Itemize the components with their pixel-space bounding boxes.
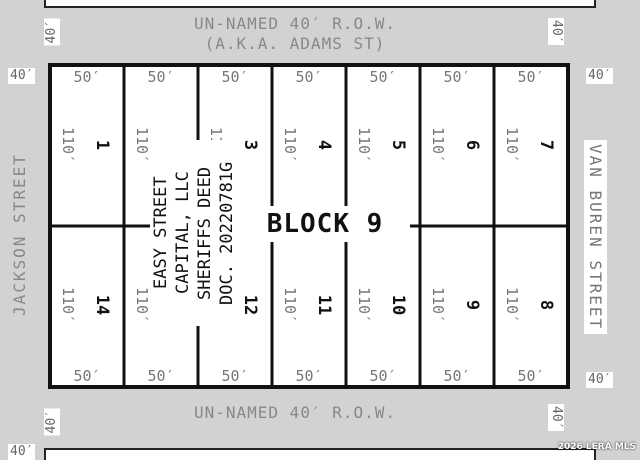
lot-frontage: 50′ — [443, 68, 470, 86]
lot-depth: 110′ — [133, 287, 151, 323]
row-width-chip: 40′ — [586, 68, 614, 84]
lot-frontage: 50′ — [517, 367, 544, 385]
copyright-watermark: 2026 LERA MLS — [557, 442, 636, 452]
lot-depth: 110′ — [503, 127, 521, 163]
block-label: BLOCK 9 — [240, 206, 410, 242]
street-label-bottom: UN-NAMED 40′ R.O.W. — [193, 403, 397, 422]
lot-depth: 110′ — [355, 127, 373, 163]
lot-frontage: 50′ — [443, 367, 470, 385]
lot-number: 5 — [388, 140, 408, 150]
lot-frontage: 50′ — [221, 68, 248, 86]
lot-number: 3 — [240, 140, 260, 150]
lot-depth: 110′ — [429, 127, 447, 163]
street-label-right: VAN BUREN STREET — [584, 140, 607, 334]
lot-frontage: 50′ — [369, 68, 396, 86]
lot-frontage: 50′ — [73, 68, 100, 86]
lot-frontage: 50′ — [147, 68, 174, 86]
owner-note-line: DOC. 20220781G — [217, 161, 237, 305]
lot-number: 7 — [536, 140, 556, 150]
lot-depth: 110′ — [59, 287, 77, 323]
lot-number: 14 — [92, 295, 112, 315]
lot-frontage: 50′ — [369, 367, 396, 385]
lot-depth: 110′ — [281, 127, 299, 163]
lot-depth: 110′ — [281, 287, 299, 323]
lot-depth: 110′ — [355, 287, 373, 323]
lot-frontage: 50′ — [295, 68, 322, 86]
lot-frontage: 50′ — [517, 68, 544, 86]
owner-note-line: SHERIFFS DEED — [195, 166, 215, 300]
lot-number: 6 — [462, 140, 482, 150]
lot-depth: 110′ — [429, 287, 447, 323]
row-width-chip: 40′ — [8, 68, 36, 84]
adjacent-block-top — [44, 0, 596, 8]
lot-frontage: 50′ — [295, 367, 322, 385]
lot-depth: 110′ — [133, 127, 151, 163]
lot-number: 8 — [536, 300, 556, 310]
row-width-chip: 40′ — [586, 372, 614, 388]
street-label-top-aka: (A.K.A. ADAMS ST) — [204, 34, 386, 53]
lot-number: 9 — [462, 300, 482, 310]
owner-note-line: CAPITAL, LLC — [173, 171, 193, 295]
lot-number: 1 — [92, 140, 112, 150]
lot-number: 10 — [388, 295, 408, 315]
lot-frontage: 50′ — [147, 367, 174, 385]
lot-number: 12 — [240, 295, 260, 315]
row-width-chip: 40′ — [548, 18, 564, 46]
lot-frontage: 50′ — [73, 367, 100, 385]
street-label-top: UN-NAMED 40′ R.O.W. — [193, 14, 397, 33]
lot-number: 4 — [314, 140, 334, 150]
lot-number: 11 — [314, 295, 334, 315]
lot-frontage: 50′ — [221, 367, 248, 385]
lot-depth: 110′ — [59, 127, 77, 163]
lot-depth: 110′ — [503, 287, 521, 323]
row-width-chip: 40′ — [548, 404, 564, 432]
owner-note-line: EASY STREET — [151, 176, 171, 290]
owner-note: EASY STREET CAPITAL, LLC SHERIFFS DEED D… — [150, 140, 240, 326]
